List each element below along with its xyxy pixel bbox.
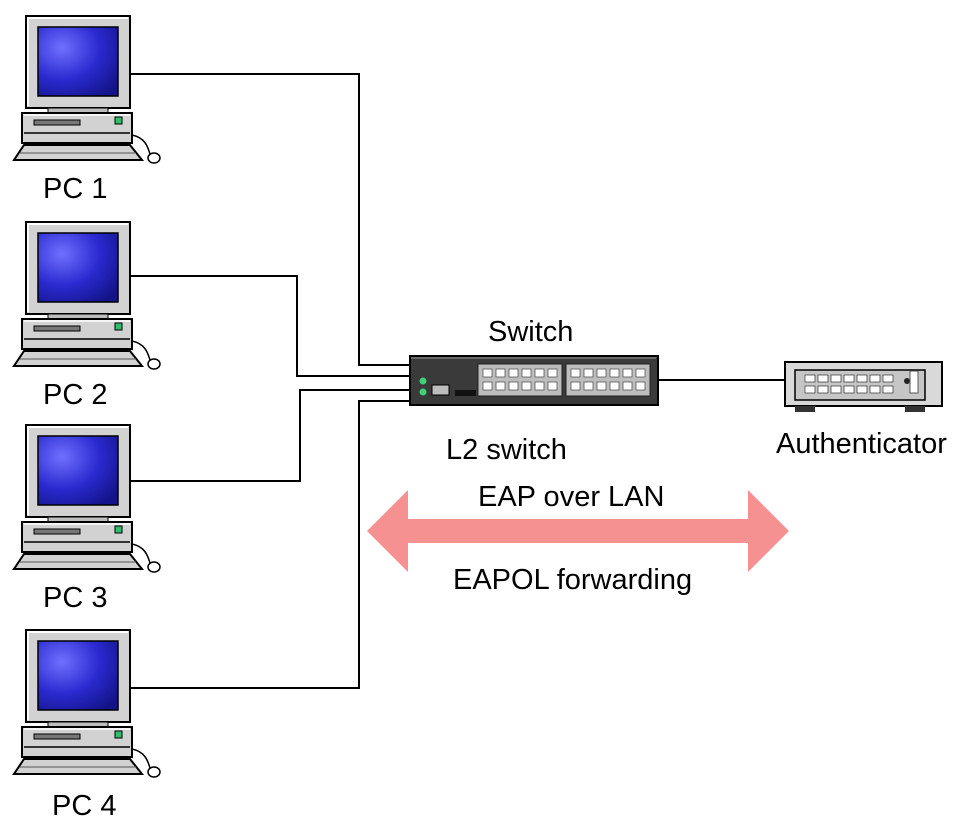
- pc4-computer-icon: [13, 629, 161, 778]
- connection-lines: [131, 73, 785, 689]
- pc2-computer-icon: [13, 221, 161, 370]
- pc2-label: PC 2: [43, 379, 108, 411]
- arrow-top-label: EAP over LAN: [478, 481, 665, 513]
- link-pc2: [131, 275, 410, 377]
- arrow-bottom-label: EAPOL forwarding: [453, 564, 693, 596]
- link-pc4: [131, 400, 410, 689]
- link-pc1: [131, 73, 410, 366]
- authenticator-icon: [784, 361, 943, 412]
- authenticator-label: Authenticator: [776, 428, 947, 460]
- pc4-label: PC 4: [52, 790, 117, 822]
- pc3-computer-icon: [13, 424, 161, 573]
- pc3-label: PC 3: [43, 582, 108, 614]
- double-arrow-icon: [367, 490, 789, 572]
- pc1-label: PC 1: [43, 173, 108, 205]
- switch-icon: [409, 355, 659, 406]
- switch-title: Switch: [488, 316, 574, 348]
- pc1-computer-icon: [13, 15, 161, 164]
- switch-subtitle: L2 switch: [446, 434, 567, 466]
- link-pc3: [131, 389, 410, 482]
